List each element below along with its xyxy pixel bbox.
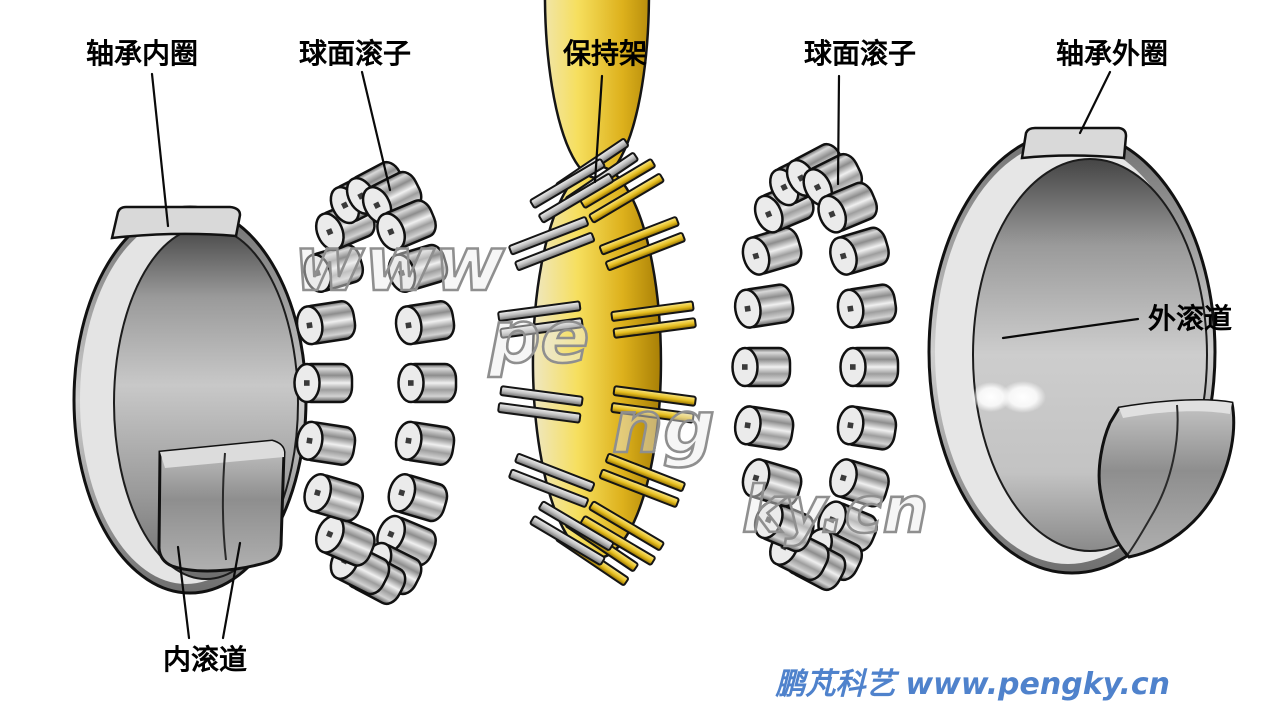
cage — [497, 0, 697, 587]
label-rollers-right: 球面滚子 — [804, 37, 916, 70]
leader-inner-raceway-1 — [176, 545, 191, 640]
leader-cage — [593, 74, 604, 184]
watermark: www pe ng ky.cn — [293, 218, 930, 550]
brand-name: 鹏芃科艺 — [774, 667, 900, 702]
label-outer-ring: 轴承外圈 — [1056, 38, 1168, 70]
watermark-kycn: ky.cn — [742, 474, 928, 548]
inner-ring-flange — [110, 205, 242, 240]
watermark-ng: ng — [612, 385, 715, 469]
outer-ring-flange — [1020, 126, 1128, 160]
outer-ring — [927, 126, 1236, 575]
label-outer-raceway: 外滚道 — [1148, 302, 1232, 335]
brand-site-url: www.pengky.cn — [905, 667, 1170, 702]
label-inner-ring: 轴承内圈 — [86, 38, 198, 70]
leader-inner-ring — [150, 72, 170, 228]
watermark-www: www — [294, 219, 505, 308]
highlight-spot — [1000, 381, 1046, 413]
leader-inner-raceway-2 — [221, 541, 242, 640]
inner-raceway-surface — [157, 439, 286, 573]
label-inner-raceway: 内滚道 — [163, 643, 247, 676]
watermark-pe: pe — [488, 295, 589, 379]
leader-lines — [150, 70, 1140, 640]
leader-rollers-right — [836, 74, 841, 186]
label-rollers-left: 球面滚子 — [299, 37, 411, 70]
leader-outer-ring — [1078, 70, 1112, 135]
inner-ring — [72, 205, 308, 595]
label-cage: 保持架 — [563, 38, 647, 70]
leader-outer-raceway — [1001, 317, 1140, 340]
outer-raceway-front-segment — [1097, 399, 1236, 559]
part-labels: 轴承内圈 球面滚子 保持架 球面滚子 轴承外圈 外滚道 内滚道 — [86, 37, 1232, 676]
highlight-spot — [971, 382, 1011, 412]
leader-rollers-left — [360, 70, 392, 192]
